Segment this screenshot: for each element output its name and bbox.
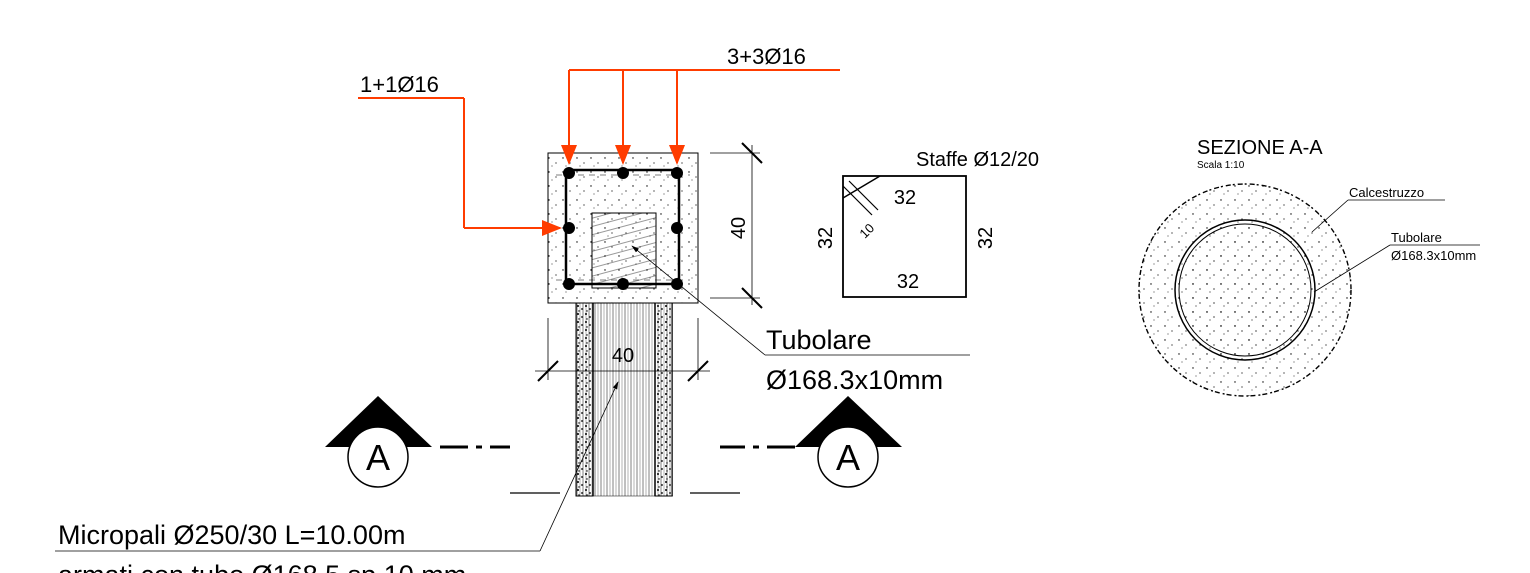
section-marker-left [325,396,510,488]
rebar-side-label: 1+1Ø16 [360,72,439,97]
section-tube-label-line2: Ø168.3x10mm [1391,248,1476,263]
dimension-vertical-label: 40 [728,217,750,239]
micropile-shaft [575,302,673,497]
section-title: SEZIONE A-A [1197,137,1323,159]
stirrup-left-label: 32 [815,227,837,249]
rebar-bars [563,167,683,290]
section-concrete-label: Calcestruzzo [1349,185,1424,200]
tube-label-line1: Tubolare [766,325,872,355]
dimension-horizontal [535,318,710,382]
stirrup-right-label: 32 [975,227,997,249]
dimension-horizontal-label: 40 [612,345,634,367]
section-scale: Scala 1:10 [1197,160,1245,171]
tube-leader [631,245,970,356]
section-concrete-leader [1311,199,1445,233]
stirrup-hook-label: 10 [856,220,877,241]
section-marker-right [720,396,902,488]
cap-section [547,152,699,304]
micropile-label-line1: Micropali Ø250/30 L=10.00m [58,520,405,550]
stirrup-bottom-label: 32 [897,271,919,293]
section-tube-leader [1313,244,1480,293]
section-circle [1138,183,1352,397]
tube-label-line2: Ø168.3x10mm [766,365,943,395]
stirrup-shape [842,175,967,298]
rebar-leader-side [358,97,562,236]
stirrup-top-label: 32 [894,187,916,209]
rebar-top-label: 3+3Ø16 [727,44,806,69]
dimension-vertical [710,142,763,309]
micropile-label-line2: armati con tubo Ø168.5 sp.10 mm [58,560,466,573]
section-marker-right-label: A [836,437,860,478]
section-marker-left-label: A [366,437,390,478]
rebar-leader-top [561,69,840,165]
section-tube-label-line1: Tubolare [1391,230,1442,245]
stirrups-title: Staffe Ø12/20 [916,149,1039,171]
micropile-leader [55,381,619,552]
